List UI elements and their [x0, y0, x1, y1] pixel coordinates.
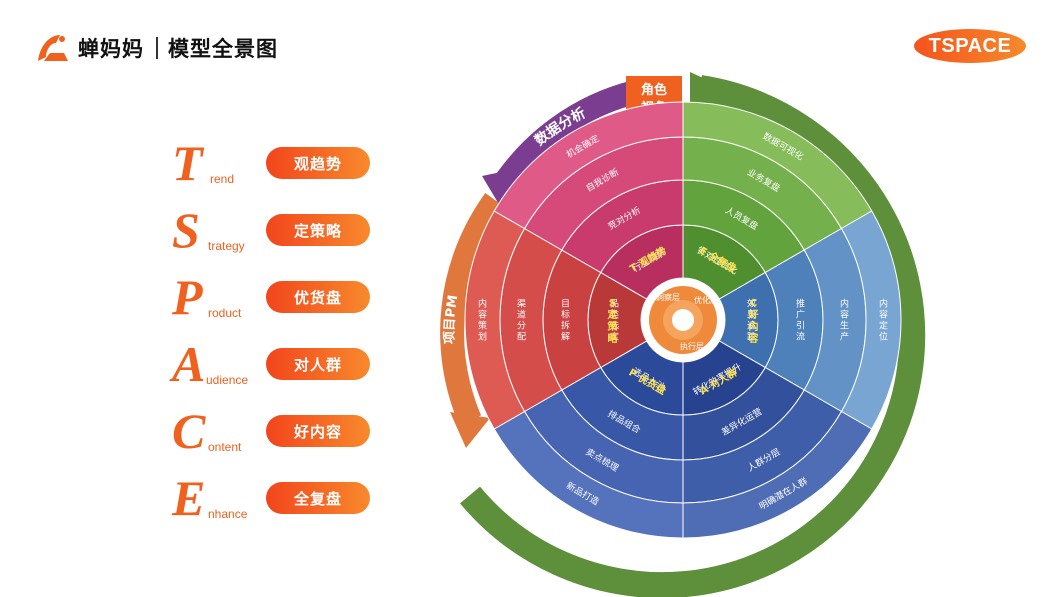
sector-c-item-2: 内容生产	[840, 298, 849, 343]
outer-arrows	[440, 72, 926, 597]
sector-t-ring-4	[493, 101, 684, 230]
orange-arrow-head	[450, 412, 490, 448]
list-item-trend: T rend 观趋势	[170, 138, 380, 202]
letter-s: S	[172, 202, 200, 258]
sector-s-item-3: 目标拆解	[561, 299, 570, 343]
brand-name: 蝉妈妈	[78, 37, 144, 61]
list-item-content: C ontent 好内容	[170, 406, 380, 470]
letter-a: A	[172, 336, 206, 392]
header-divider	[156, 37, 158, 59]
label-project-pm: 项目PM	[442, 294, 461, 344]
word-roduct: roduct	[208, 306, 242, 320]
chanmama-logo-icon	[38, 35, 68, 61]
pill-guanqushi: 观趋势	[266, 147, 370, 179]
hub-execute-label: 执行层	[680, 341, 704, 351]
pill-quanfupan: 全复盘	[266, 482, 370, 514]
header: 蝉妈妈 模型全景图	[34, 28, 278, 68]
sector-c-item-3: 推广引流	[796, 298, 805, 343]
word-trategy: trategy	[208, 239, 245, 253]
list-item-product: P roduct 优货盘	[170, 272, 380, 336]
letter-e: E	[172, 470, 206, 526]
pill-duirenqun: 对人群	[266, 348, 370, 380]
list-item-audience: A udience 对人群	[170, 339, 380, 403]
sector-c-item-4: 效果追踪	[747, 298, 756, 343]
sector-s-item-2: 渠道分配	[517, 298, 526, 343]
word-ontent: ontent	[208, 440, 242, 454]
pill-youhuopan: 优货盘	[266, 281, 370, 313]
word-rend: rend	[210, 172, 235, 186]
word-udience: udience	[206, 373, 249, 387]
purple-arrow-head	[482, 168, 520, 206]
tspace-logo: TSPACE	[914, 29, 1026, 63]
role-label-line1: 角色	[641, 82, 667, 98]
letter-t: T	[172, 135, 203, 191]
pill-haoneirong: 好内容	[266, 415, 370, 447]
label-ops: 运营	[704, 538, 732, 555]
hub-optimize-label: 优化层	[694, 295, 718, 305]
green-arrow-arc	[460, 75, 926, 597]
list-item-enhance: E nhance 全复盘	[170, 473, 380, 537]
hub-insight-label: 洞察层	[656, 292, 680, 302]
orange-arrow-arc	[440, 192, 505, 425]
sector-s-item-4: 品类选定	[610, 299, 619, 343]
sector-s-item-1: 内容策划	[478, 298, 487, 343]
pill-dingcelue: 定策略	[266, 214, 370, 246]
wheel-hub: 洞察层 优化层 执行层	[649, 286, 718, 354]
sector-c-item-1: 内容定位	[879, 298, 888, 343]
page-title: 模型全景图	[168, 37, 278, 61]
list-item-strategy: S trategy 定策略	[170, 205, 380, 269]
word-nhance: nhance	[208, 507, 248, 521]
wheel-sectors	[464, 101, 902, 539]
letter-p: P	[172, 269, 203, 325]
letter-c: C	[172, 403, 206, 459]
